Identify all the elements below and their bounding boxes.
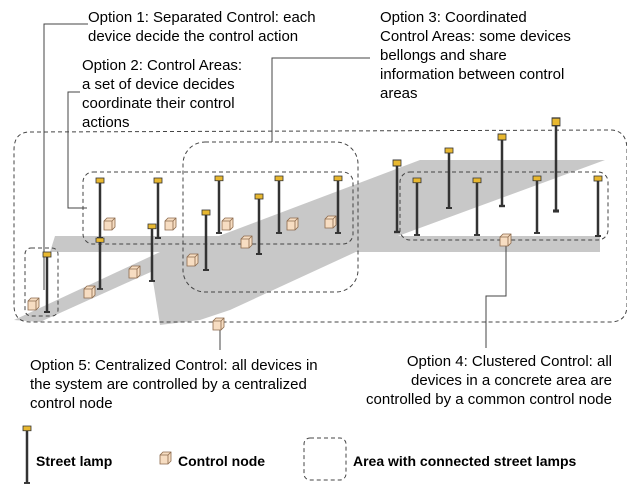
area-separated [24,247,59,317]
area-centralized [13,129,627,323]
legend-street-lamp-label: Street lamp [36,453,113,469]
callout-option2 [67,91,87,209]
area-clustered [399,171,609,241]
legend-control-node-label: Control node [178,453,266,469]
option4-label: Option 4: Clustered Control: all devices… [366,353,612,408]
option1-label: Option 1: Separated Control: each device… [88,9,316,45]
callout-option4 [485,244,507,348]
road-horizontal-left [50,236,380,252]
callout-option1 [43,23,88,290]
legend-street-lamp-icon [21,424,33,485]
control-node-icon [83,285,96,299]
control-node-icon [128,265,141,279]
street-lamp-icon [94,176,106,240]
control-node-icon [286,217,299,231]
road-segment-left [14,252,195,322]
callout-option3 [271,57,370,142]
option2-label: Option 2: Control Areas: a set of device… [82,57,243,131]
option5-label: Option 5: Centralized Control: all devic… [30,357,318,412]
option3-label: Option 3: Coordinated Control Areas: som… [380,9,571,102]
control-node-icon [221,217,234,231]
control-node-icon [212,317,225,331]
control-node-icon [27,297,40,311]
legend-control-node-icon [159,451,172,465]
control-node-icon [324,215,337,229]
control-node-icon [240,235,253,249]
control-node-icon [186,253,199,267]
legend-area-label: Area with connected street lamps [353,453,577,469]
control-node-icon [164,217,177,231]
road-horizontal-right [350,236,600,252]
control-node-icon [499,233,512,247]
control-node-icon [103,217,116,231]
legend-area-icon [303,437,347,481]
area-coordinated [182,141,359,293]
street-lamp-icon [592,174,604,238]
